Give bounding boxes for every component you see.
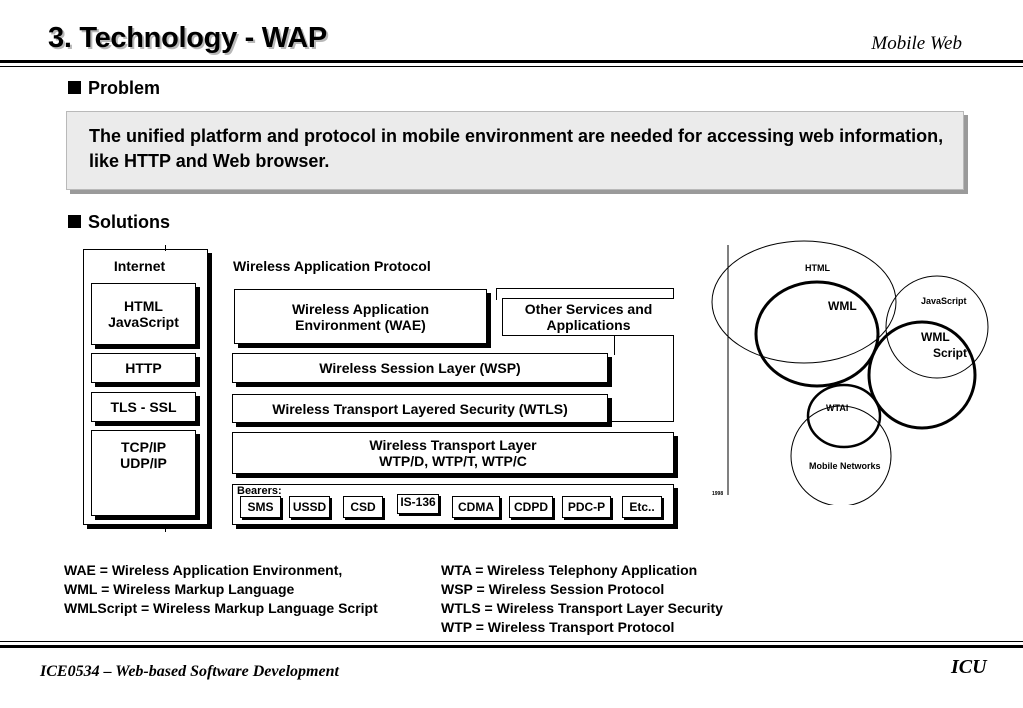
wml-ellipse [754,280,880,388]
problem-heading: Problem [68,78,160,99]
bearer-etc: Etc.. [622,496,662,518]
bearer-cdma: CDMA [452,496,500,518]
legend-item: WSP = Wireless Session Protocol [441,581,665,597]
footer-institution: ICU [951,656,987,678]
wtp-layer: Wireless Transport Layer WTP/D, WTP/T, W… [232,432,674,474]
venn-small-note: 1998 [712,491,723,497]
legend-item: WTA = Wireless Telephony Application [441,562,698,578]
venn-label-wtai: WTAI [826,403,848,413]
solutions-heading-label: Solutions [88,212,170,232]
venn-diagram: HTML WML JavaScript WML Script WTAI Mobi… [711,240,989,505]
legend-item: WML = Wireless Markup Language [64,581,295,597]
javascript-ellipse [885,275,989,379]
venn-label-wml: WML [828,299,857,313]
venn-label-mobile-networks: Mobile Networks [809,461,881,471]
problem-text: The unified platform and protocol in mob… [89,126,944,171]
internet-layer-tls: TLS - SSL [91,392,196,422]
wae-layer: Wireless Application Environment (WAE) [234,289,487,344]
footer-rule-thick [0,645,1023,648]
mobile-networks-ellipse [790,405,892,505]
bracket-line [496,288,497,300]
venn-label-html: HTML [805,263,830,273]
bearers-label: Bearers: [237,485,282,497]
other-services-box: Other Services and Applications [502,298,674,336]
legend-left: WAE = Wireless Application Environment, … [64,561,378,618]
internet-heading: Internet [113,258,166,274]
header-rule-thin [0,66,1023,67]
wtai-ellipse [806,383,882,449]
bearer-is136: IS-136 [397,494,439,514]
problem-heading-label: Problem [88,78,161,98]
problem-box: The unified platform and protocol in mob… [66,111,964,190]
internet-layer-html: HTML JavaScript [91,283,196,345]
square-bullet-icon [68,215,81,228]
footer-course: ICE0534 – Web-based Software Development [40,663,339,680]
bearer-cdpd: CDPD [509,496,553,518]
solutions-heading: Solutions [68,212,170,233]
legend-right: WTA = Wireless Telephony Application WSP… [441,561,723,637]
venn-label-javascript: JavaScript [921,296,967,306]
square-bullet-icon [68,81,81,94]
bracket-line [614,335,615,355]
wtls-layer: Wireless Transport Layered Security (WTL… [232,394,608,423]
bearer-ussd: USSD [289,496,330,518]
internet-layer-http: HTTP [91,353,196,383]
legend-item: WMLScript = Wireless Markup Language Scr… [64,600,378,616]
wap-heading: Wireless Application Protocol [233,258,431,274]
venn-label-wmlscript-1: WML [921,330,950,344]
bearer-pdcp: PDC-P [562,496,611,518]
tick-line [165,524,166,532]
legend-item: WTLS = Wireless Transport Layer Security [441,600,723,616]
header-rule-thick [0,60,1023,63]
slide-title: 3. Technology - WAP [48,22,327,54]
footer-rule-thin [0,641,1023,642]
legend-item: WAE = Wireless Application Environment, [64,562,343,578]
venn-label-wmlscript-2: Script [933,346,967,360]
tick-line [165,245,166,251]
wsp-layer: Wireless Session Layer (WSP) [232,353,608,383]
internet-layer-tcpip: TCP/IP UDP/IP [91,430,196,516]
legend-item: WTP = Wireless Transport Protocol [441,619,675,635]
wmlscript-ellipse [867,320,977,430]
bearer-sms: SMS [240,496,281,518]
html-ellipse [711,240,897,364]
bearer-csd: CSD [343,496,383,518]
header-subtitle: Mobile Web [871,33,962,54]
